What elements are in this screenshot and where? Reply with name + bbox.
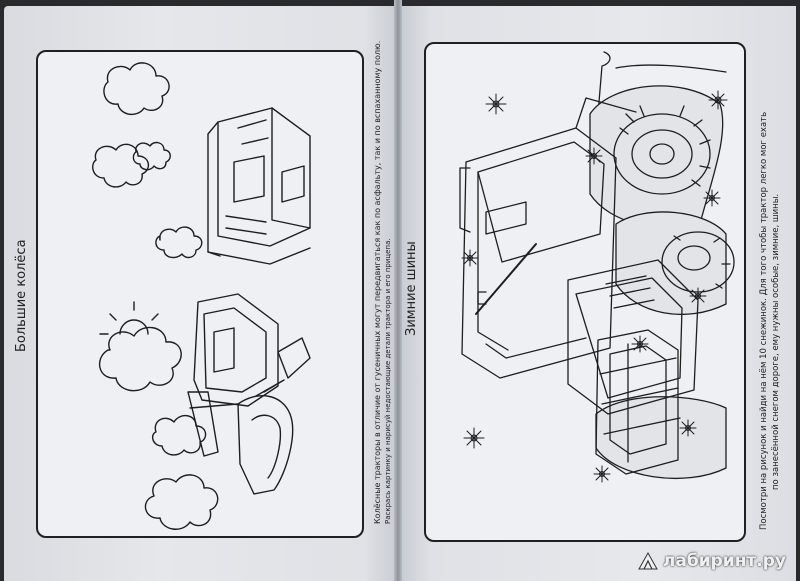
snowflake-9 [593, 465, 611, 483]
cloud-top [103, 62, 170, 115]
book-gutter [394, 0, 402, 581]
snowflake-2 [463, 427, 485, 449]
left-coloring-frame [36, 50, 364, 538]
right-coloring-frame [424, 42, 746, 542]
sun-rays [99, 301, 159, 335]
sun [119, 319, 149, 335]
right-caption-line-2: по занесённой снегом дороге, ему нужны о… [771, 193, 781, 490]
snow-mound-bottom [595, 396, 727, 479]
tractor-sketch [187, 293, 311, 495]
right-page-illustration [459, 51, 735, 483]
labirint-logo-icon [638, 551, 658, 570]
snowflake-7 [631, 335, 649, 353]
snowflake-5 [461, 249, 479, 267]
cloud-upper-left [92, 143, 149, 188]
tractor-cab [459, 97, 637, 379]
snowflake-10 [689, 287, 707, 305]
right-page-caption: Посмотри на рисунок и найди на нём 10 сн… [758, 40, 782, 530]
rear-wheel [613, 105, 711, 195]
trailer-sketch [207, 107, 311, 265]
watermark: лабиринт.ру [637, 551, 786, 571]
left-page-caption: Колёсные тракторы в отличие от гусеничны… [372, 40, 394, 524]
left-caption-line-1: Колёсные тракторы в отличие от гусеничны… [373, 40, 382, 524]
watermark-text: лабиринт.ру [662, 551, 786, 571]
cloud-lower [151, 415, 207, 456]
exhaust-pipe [475, 243, 537, 315]
right-page-title: Зимние шины [404, 241, 419, 336]
bull-bar [595, 329, 681, 475]
snowflake-3 [708, 90, 728, 110]
cloud-left-big [98, 326, 182, 392]
right-caption-line-1: Посмотри на рисунок и найди на нём 10 сн… [759, 111, 769, 530]
snow-mound-top [589, 85, 724, 229]
tractor-hood [567, 259, 699, 415]
cloud-middle [155, 226, 203, 259]
left-page-illustration [92, 62, 311, 530]
snow-mound-middle [615, 211, 727, 316]
snowflake-4 [585, 147, 603, 165]
cloud-small [132, 141, 171, 171]
horizon-line [597, 51, 611, 115]
left-caption-line-2: Раскрась картинку и нарисуй недостающие … [384, 238, 392, 524]
left-page-title: Большие колёса [14, 239, 29, 352]
snowflakes [461, 90, 728, 483]
cloud-bottom [144, 474, 219, 530]
snowflake-8 [679, 419, 697, 437]
snowflake-6 [703, 189, 721, 207]
snowflake-1 [485, 93, 507, 115]
